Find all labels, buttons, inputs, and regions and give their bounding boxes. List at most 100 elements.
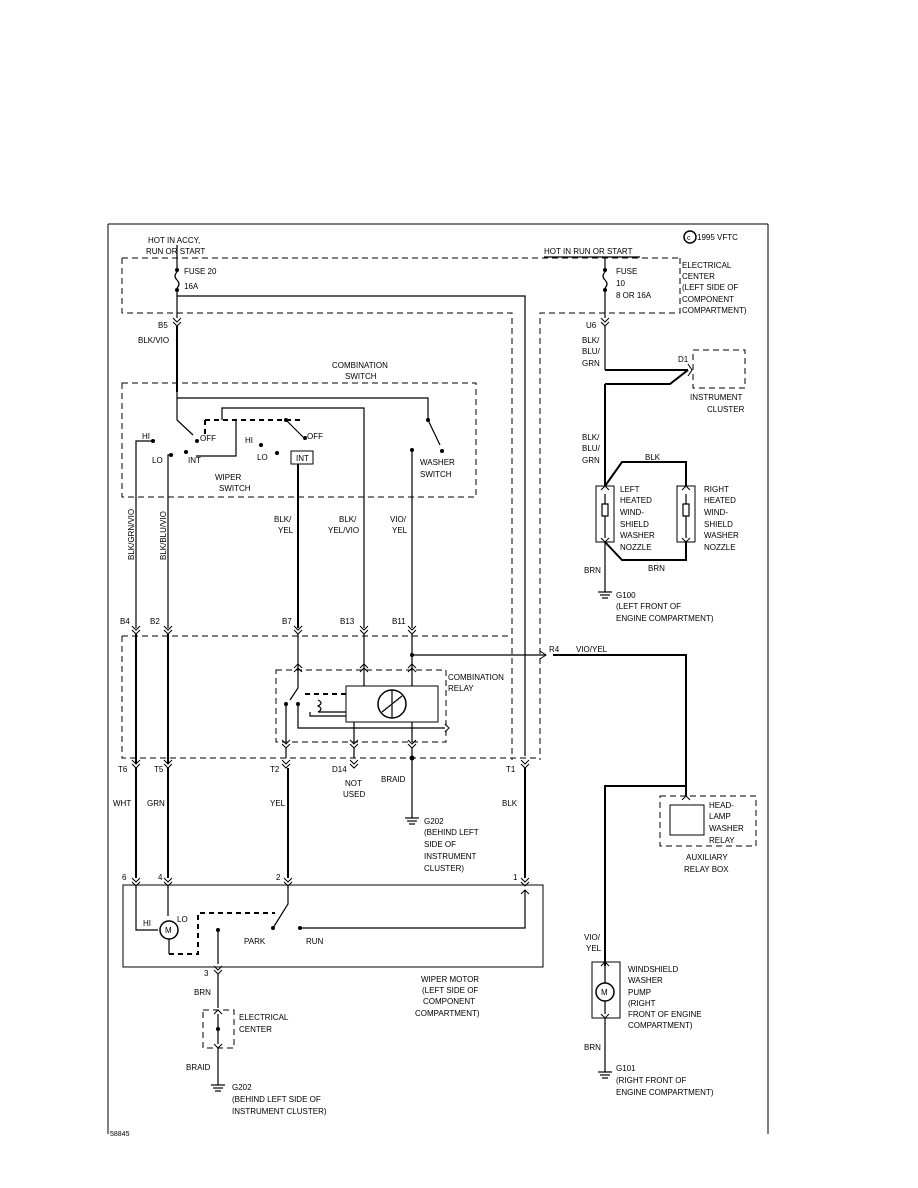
svg-text:(LEFT SIDE OF: (LEFT SIDE OF — [682, 283, 738, 292]
svg-text:BRN: BRN — [584, 566, 601, 575]
svg-text:HI: HI — [143, 919, 151, 928]
svg-text:1: 1 — [513, 873, 518, 882]
svg-text:WASHER: WASHER — [709, 824, 744, 833]
wire-label-b5: BLK/VIO — [138, 336, 169, 345]
svg-text:OFF: OFF — [200, 434, 216, 443]
svg-text:CENTER: CENTER — [239, 1025, 272, 1034]
svg-text:ELECTRICAL: ELECTRICAL — [239, 1013, 289, 1022]
svg-text:AUXILIARY: AUXILIARY — [686, 853, 728, 862]
svg-text:G202: G202 — [232, 1083, 252, 1092]
svg-text:CENTER: CENTER — [682, 272, 715, 281]
svg-text:T1: T1 — [506, 765, 516, 774]
svg-text:CLUSTER: CLUSTER — [707, 405, 745, 414]
svg-text:HOT IN RUN OR START: HOT IN RUN OR START — [544, 247, 633, 256]
svg-text:T5: T5 — [154, 765, 164, 774]
svg-text:D1: D1 — [678, 355, 689, 364]
svg-text:BLK/BLU/VIO: BLK/BLU/VIO — [159, 511, 168, 560]
power-labels: HOT IN ACCY, RUN OR START HOT IN RUN OR … — [146, 236, 640, 258]
b-connector-row: B4 B2 B7 B13 B11 — [120, 617, 417, 635]
svg-text:LO: LO — [152, 456, 163, 465]
svg-text:PARK: PARK — [244, 937, 266, 946]
svg-text:G202: G202 — [424, 817, 444, 826]
fuse-10: FUSE 10 8 OR 16A — [602, 257, 652, 318]
svg-text:FRONT OF ENGINE: FRONT OF ENGINE — [628, 1010, 702, 1019]
svg-text:WIND-: WIND- — [620, 508, 644, 517]
svg-text:COMPARTMENT): COMPARTMENT) — [628, 1021, 693, 1030]
svg-text:BRAID: BRAID — [381, 775, 406, 784]
svg-text:SHIELD: SHIELD — [704, 520, 733, 529]
svg-text:WASHER: WASHER — [620, 531, 655, 540]
svg-text:WASHER: WASHER — [628, 976, 663, 985]
svg-text:c: c — [687, 235, 691, 242]
svg-text:USED: USED — [343, 790, 365, 799]
svg-text:YEL/VIO: YEL/VIO — [328, 526, 359, 535]
t-connector-row: T6 T5 T2 D14 T1 NOT USED BRAID — [118, 755, 530, 799]
svg-text:R4: R4 — [549, 645, 560, 654]
svg-text:RELAY BOX: RELAY BOX — [684, 865, 729, 874]
svg-text:SWITCH: SWITCH — [219, 484, 251, 493]
svg-text:10: 10 — [616, 279, 625, 288]
svg-text:BLK: BLK — [645, 453, 661, 462]
svg-text:WASHER: WASHER — [704, 531, 739, 540]
svg-text:VIO/: VIO/ — [390, 515, 407, 524]
svg-text:BLK/: BLK/ — [339, 515, 357, 524]
left-washer-nozzle: BLK LEFT HEATED WIND- SHIELD WASHER NOZZ… — [595, 453, 687, 552]
svg-text:2: 2 — [276, 873, 281, 882]
svg-text:INT: INT — [188, 456, 201, 465]
svg-text:HEAD-: HEAD- — [709, 801, 734, 810]
figure-number: 58845 — [110, 1131, 130, 1138]
svg-text:GRN: GRN — [582, 359, 600, 368]
combination-switch: COMBINATION SWITCH HI LO INT OFF HI LO I… — [121, 361, 477, 628]
svg-text:16A: 16A — [184, 282, 199, 291]
svg-text:SHIELD: SHIELD — [620, 520, 649, 529]
svg-text:6: 6 — [122, 873, 127, 882]
svg-text:RELAY: RELAY — [448, 684, 474, 693]
electrical-center-lower — [121, 635, 540, 759]
svg-text:(RIGHT FRONT OF: (RIGHT FRONT OF — [616, 1076, 686, 1085]
svg-text:BLK/: BLK/ — [274, 515, 292, 524]
svg-text:BLU/: BLU/ — [582, 444, 601, 453]
svg-text:VIO/YEL: VIO/YEL — [576, 645, 608, 654]
g101-ground: BRN G101 (RIGHT FRONT OF ENGINE COMPARTM… — [584, 1018, 714, 1097]
svg-text:YEL: YEL — [270, 799, 286, 808]
svg-text:WINDSHIELD: WINDSHIELD — [628, 965, 678, 974]
svg-text:B11: B11 — [392, 617, 406, 626]
instrument-cluster: INSTRUMENT CLUSTER — [690, 349, 746, 414]
svg-text:WHT: WHT — [113, 799, 131, 808]
svg-text:NOZZLE: NOZZLE — [620, 543, 652, 552]
nozzle-feed-labels: BLK/ BLU/ GRN — [582, 433, 601, 465]
headlamp-washer-relay: HEAD- LAMP WASHER RELAY AUXILIARY RELAY … — [604, 785, 757, 966]
r4-output: R4 VIO/YEL — [412, 645, 687, 796]
svg-text:BRN: BRN — [194, 988, 211, 997]
svg-text:B5: B5 — [158, 321, 168, 330]
svg-text:BRN: BRN — [648, 564, 665, 573]
svg-text:BLK/: BLK/ — [582, 336, 600, 345]
svg-text:(RIGHT: (RIGHT — [628, 999, 656, 1008]
svg-text:(BEHIND LEFT: (BEHIND LEFT — [424, 828, 479, 837]
svg-text:VIO/: VIO/ — [584, 933, 601, 942]
svg-text:B7: B7 — [282, 617, 292, 626]
svg-text:BLK: BLK — [502, 799, 518, 808]
svg-text:RUN OR START: RUN OR START — [146, 247, 205, 256]
cluster-feed: BLK/ BLU/ GRN D1 — [582, 326, 693, 486]
svg-text:U6: U6 — [586, 321, 597, 330]
svg-text:BLU/: BLU/ — [582, 347, 601, 356]
switch-wire-labels: BLK/GRN/VIO BLK/BLU/VIO BLK/ YEL BLK/ YE… — [127, 509, 408, 560]
svg-text:T6: T6 — [118, 765, 128, 774]
svg-text:LO: LO — [257, 453, 268, 462]
svg-text:COMPONENT: COMPONENT — [423, 997, 475, 1006]
svg-text:LEFT: LEFT — [620, 485, 640, 494]
svg-text:WIPER MOTOR: WIPER MOTOR — [421, 975, 479, 984]
svg-text:OFF: OFF — [307, 432, 323, 441]
svg-text:YEL: YEL — [278, 526, 294, 535]
svg-text:HEATED: HEATED — [620, 496, 652, 505]
svg-text:BLK/GRN/VIO: BLK/GRN/VIO — [127, 509, 136, 560]
svg-text:G101: G101 — [616, 1064, 636, 1073]
windshield-washer-pump: VIO/ YEL M WINDSHIELD WASHER PUMP (RIGHT… — [584, 933, 702, 1030]
svg-text:FUSE 20: FUSE 20 — [184, 267, 217, 276]
combination-relay: COMBINATION RELAY — [275, 663, 504, 758]
copyright-mark: c 1995 VFTC — [683, 230, 738, 244]
electrical-center-box: ELECTRICAL CENTER (LEFT SIDE OF COMPONEN… — [121, 257, 747, 760]
svg-text:CLUSTER): CLUSTER) — [424, 864, 464, 873]
